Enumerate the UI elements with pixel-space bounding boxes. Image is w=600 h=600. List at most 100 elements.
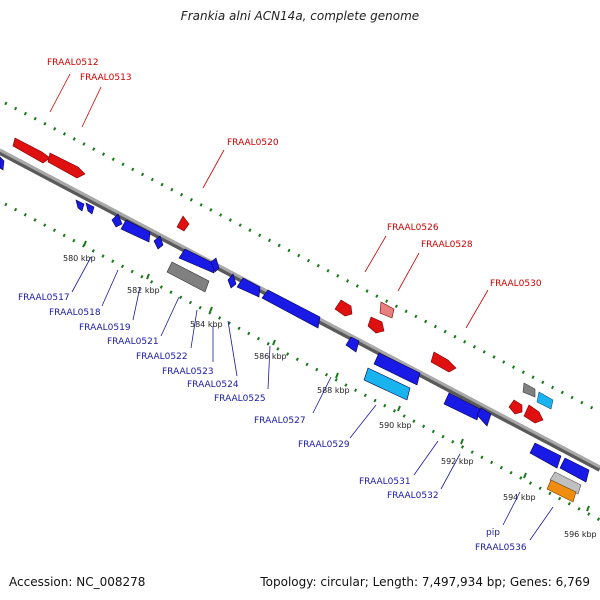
gene-fwd-rna[interactable]	[536, 391, 554, 410]
label-FRAAL0529[interactable]: FRAAL0529	[298, 440, 350, 450]
reverse-ruler-dots	[4, 202, 600, 522]
ruler-label: 594 kbp	[503, 493, 536, 502]
ruler-tick	[209, 306, 213, 313]
leader-FRAAL0520	[202, 149, 225, 189]
leader-FRAAL0513	[81, 86, 102, 128]
forward-genes	[12, 137, 554, 424]
leader-FRAAL0518	[101, 269, 119, 307]
ruler-label: 588 kbp	[317, 386, 350, 395]
label-FRAAL0517[interactable]: FRAAL0517	[18, 293, 70, 303]
leader-FRAAL0524	[227, 320, 238, 377]
gene-FRAAL0513[interactable]	[47, 152, 86, 179]
ruler-label: 580 kbp	[63, 254, 96, 263]
gene-fwd-a[interactable]	[508, 399, 523, 415]
gene-FRAAL0530[interactable]	[430, 351, 457, 373]
gene-FRAAL0524[interactable]	[227, 273, 237, 289]
label-FRAAL0528[interactable]: FRAAL0528	[421, 240, 473, 250]
genome-summary-text: Topology: circular; Length: 7,497,934 bp…	[260, 575, 590, 589]
label-FRAAL0527[interactable]: FRAAL0527	[254, 416, 306, 426]
ruler-label: 584 kbp	[190, 320, 223, 329]
gene-FRAAL0521[interactable]	[153, 235, 164, 250]
accession-text: Accession: NC_008278	[9, 575, 146, 589]
leader-FRAAL0528	[397, 252, 420, 292]
label-FRAAL0526[interactable]: FRAAL0526	[387, 223, 439, 233]
ruler-tick	[272, 339, 276, 346]
map-title: Frankia alni ACN14a, complete genome	[180, 9, 420, 23]
ruler-tick	[586, 505, 590, 512]
leader-pip	[502, 491, 521, 526]
label-FRAAL0523[interactable]: FRAAL0523	[162, 367, 214, 377]
ruler-tick	[146, 273, 150, 280]
gene-FRAAL0532[interactable]	[476, 407, 492, 427]
ruler-tick	[523, 472, 527, 479]
reverse-label-group: FRAAL0517 FRAAL0518 FRAAL0519 FRAAL0521 …	[18, 293, 527, 553]
gene-FRAAL0528a[interactable]	[379, 301, 395, 319]
ruler-label: 592 kbp	[441, 457, 474, 466]
ruler-tick	[335, 372, 339, 379]
gene-fwd-gray[interactable]	[522, 382, 536, 398]
label-FRAAL0520[interactable]: FRAAL0520	[227, 138, 279, 148]
ruler-label: 582 kbp	[127, 286, 160, 295]
label-FRAAL0532[interactable]: FRAAL0532	[387, 491, 439, 501]
gene-FRAAL0528b[interactable]	[367, 316, 385, 334]
gene-FRAAL0517[interactable]	[75, 199, 85, 212]
leader-FRAAL0521	[160, 296, 180, 337]
ruler-tick	[460, 438, 464, 445]
leader-FRAAL0512	[49, 73, 71, 113]
gene-FRAAL0526[interactable]	[334, 299, 353, 317]
gene-FRAAL0525b[interactable]	[261, 289, 321, 329]
label-FRAAL0518[interactable]: FRAAL0518	[49, 308, 101, 318]
gene-FRAAL0519[interactable]	[120, 219, 151, 243]
label-leaders	[49, 73, 554, 541]
gene-FRAAL0531[interactable]	[443, 392, 481, 421]
label-FRAAL0525[interactable]: FRAAL0525	[214, 394, 266, 404]
gene-rev-edge[interactable]	[0, 156, 5, 171]
ruler-tick	[83, 240, 87, 247]
gene-FRAAL0522b[interactable]	[210, 257, 220, 273]
label-FRAAL0513[interactable]: FRAAL0513	[80, 73, 132, 83]
leader-FRAAL0517	[71, 256, 92, 293]
leader-FRAAL0525	[267, 345, 271, 390]
gene-FRAAL0523[interactable]	[166, 261, 210, 293]
leader-FRAAL0532	[440, 453, 461, 490]
leader-FRAAL0529	[349, 404, 377, 439]
gene-FRAAL0518[interactable]	[111, 213, 123, 228]
label-FRAAL0531[interactable]: FRAAL0531	[359, 477, 411, 487]
label-FRAAL0524[interactable]: FRAAL0524	[187, 380, 239, 390]
ruler-labels: 580 kbp 582 kbp 584 kbp 586 kbp 588 kbp 590 k…	[63, 254, 597, 539]
label-FRAAL0521[interactable]: FRAAL0521	[107, 337, 159, 347]
forward-label-group: FRAAL0512 FRAAL0513 FRAAL0520 FRAAL0526 …	[47, 58, 542, 289]
leader-FRAAL0519	[132, 286, 141, 321]
leader-FRAAL0527	[312, 376, 332, 414]
leader-FRAAL0536	[529, 506, 554, 541]
gene-pip-b[interactable]	[559, 457, 590, 483]
leader-FRAAL0530	[465, 289, 489, 329]
label-FRAAL0519[interactable]: FRAAL0519	[79, 323, 131, 333]
gene-FRAAL0536[interactable]	[546, 479, 577, 503]
label-FRAAL0530[interactable]: FRAAL0530	[490, 279, 542, 289]
label-FRAAL0522[interactable]: FRAAL0522	[136, 352, 188, 362]
ruler-tick	[397, 405, 401, 412]
ruler-label: 590 kbp	[379, 421, 412, 430]
ruler-ticks	[83, 240, 590, 512]
gene-pip[interactable]	[529, 442, 562, 469]
gene-FRAAL0527[interactable]	[345, 336, 360, 353]
label-pip[interactable]: pip	[486, 528, 500, 538]
gene-FRAAL0517b[interactable]	[85, 202, 95, 215]
ruler-label: 586 kbp	[254, 352, 287, 361]
leader-FRAAL0531	[413, 440, 439, 476]
leader-FRAAL0522	[190, 309, 198, 349]
gene-FRAAL0525[interactable]	[236, 277, 261, 298]
label-FRAAL0512[interactable]: FRAAL0512	[47, 58, 99, 68]
leader-FRAAL0526	[364, 235, 387, 273]
gene-fwd-b[interactable]	[523, 404, 544, 424]
forward-ruler-dots	[4, 101, 600, 414]
gene-FRAAL0520[interactable]	[176, 215, 190, 232]
gene-FRAAL0529-rna[interactable]	[363, 367, 411, 401]
reverse-genes	[0, 156, 590, 503]
gene-FRAAL0529[interactable]	[373, 352, 421, 386]
gene-FRAAL0512[interactable]	[12, 137, 51, 164]
label-FRAAL0536[interactable]: FRAAL0536	[475, 543, 527, 553]
